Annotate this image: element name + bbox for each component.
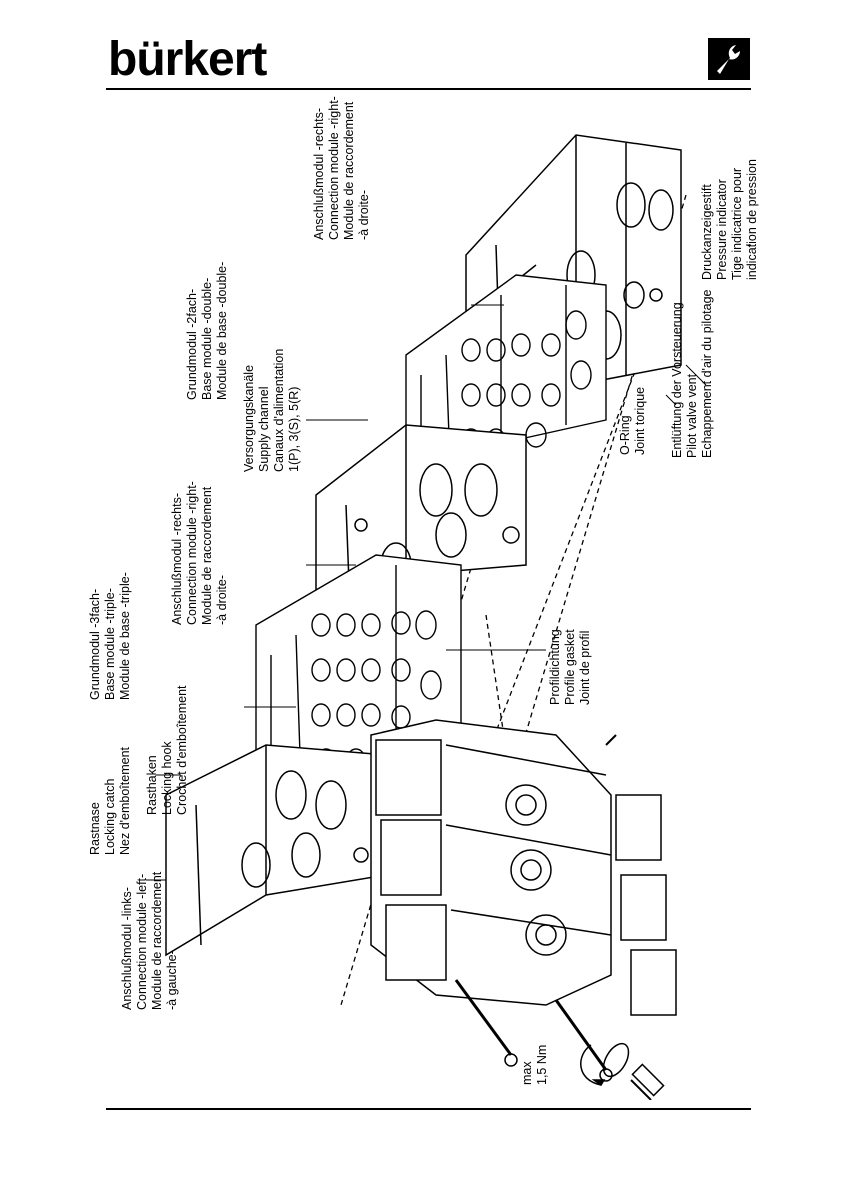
label-o-ring: O-Ring Joint torique bbox=[618, 386, 647, 455]
label-torque: max 1,5 Nm bbox=[520, 1044, 549, 1085]
label-pilot-valve-vent: Entlüftung der Vorsteuerung Pilot valve … bbox=[670, 289, 714, 458]
exploded-view-drawing bbox=[146, 134, 751, 1100]
wrench-icon bbox=[708, 38, 750, 80]
label-connection-module-right-middle: Anschlußmodul -rechts- Connection module… bbox=[170, 481, 229, 625]
connection-module-left bbox=[165, 744, 387, 957]
footer-rule bbox=[106, 1108, 751, 1110]
label-base-module-double: Grundmodul -2fach- Base module -double- … bbox=[185, 261, 229, 400]
burkert-logo: bürkert bbox=[108, 33, 267, 86]
screwdriver bbox=[580, 1042, 665, 1100]
label-connection-module-right-far: Anschlußmodul -rechts- Connection module… bbox=[312, 96, 371, 240]
label-profile-gasket: Profildichtung Profile gasket Joint de p… bbox=[548, 629, 592, 705]
label-locking-catch: Rastnase Locking catch Nez d'emboîtement bbox=[88, 747, 132, 855]
valve-stack bbox=[370, 719, 677, 1082]
label-connection-module-left: Anschlußmodul -links- Connection module … bbox=[120, 871, 179, 1010]
label-pressure-indicator: Druckanzeigestift Pressure indicator Tig… bbox=[700, 159, 759, 280]
label-supply-channel: Versorgungskanäle Supply channel Canaux … bbox=[242, 348, 301, 472]
label-base-module-triple: Grundmodul -3fach- Base module -triple- … bbox=[88, 572, 132, 700]
header-rule bbox=[106, 88, 751, 90]
label-locking-hook: Rasthaken Locking hook Crochet d'emboîte… bbox=[145, 685, 189, 815]
